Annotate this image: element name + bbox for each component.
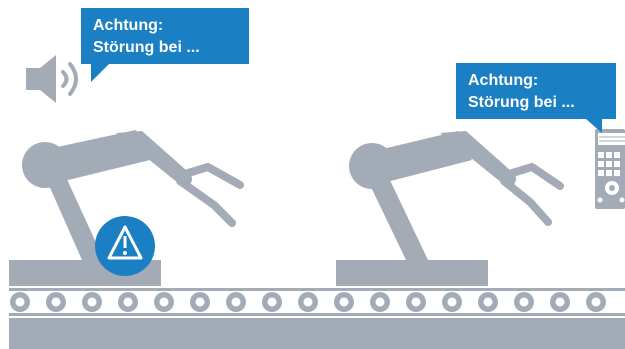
notification-bubble: Achtung: Störung bei ... xyxy=(456,63,616,119)
speaker-icon xyxy=(26,55,76,103)
notification-title: Achtung: xyxy=(468,70,602,92)
robot-arm-icon xyxy=(336,131,560,286)
notification-title: Achtung: xyxy=(93,15,235,37)
warning-triangle-icon xyxy=(95,216,155,276)
notification-message: Störung bei ... xyxy=(468,92,602,114)
conveyor-belt-icon xyxy=(9,288,625,349)
notification-message: Störung bei ... xyxy=(93,37,235,59)
notification-bubble: Achtung: Störung bei ... xyxy=(81,8,249,64)
control-panel-device-icon xyxy=(595,129,625,209)
